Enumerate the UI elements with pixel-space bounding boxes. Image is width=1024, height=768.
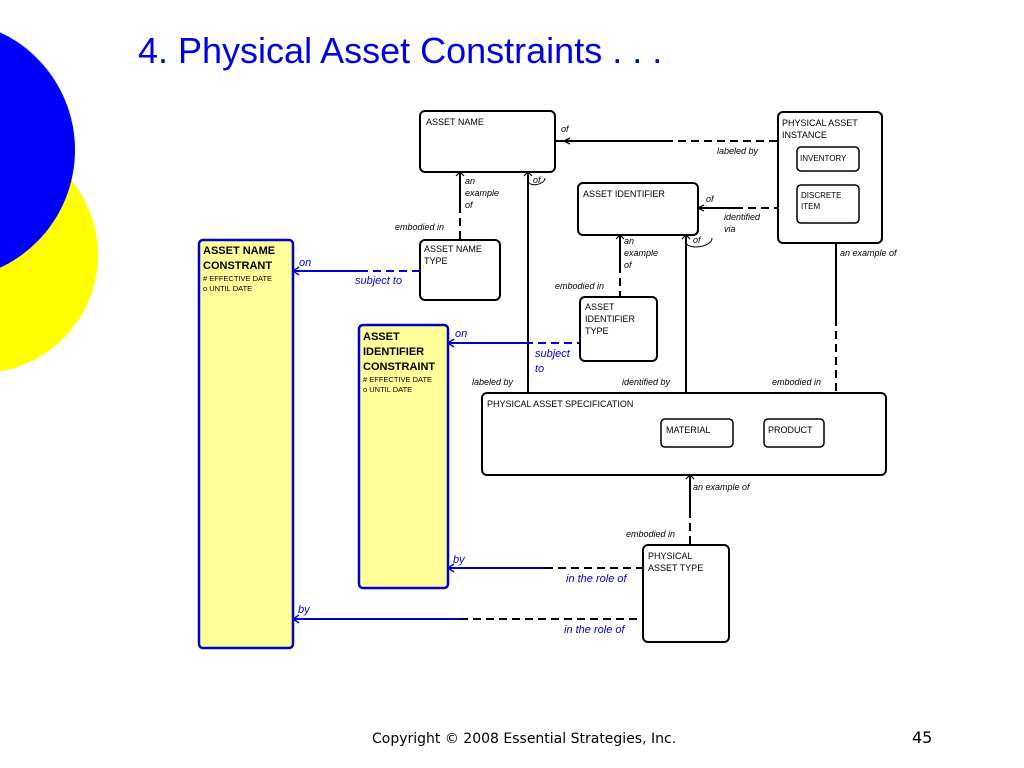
- copyright-footer: Copyright © 2008 Essential Strategies, I…: [372, 731, 677, 747]
- asset-identifier-constraint-attr-2: o UNTIL DATE: [363, 385, 412, 394]
- entity-asset-identifier: ASSET IDENTIFIER: [577, 182, 699, 236]
- constraint-label-on-1: on: [299, 257, 311, 269]
- rel-label-embodied-in-2: embodied in: [555, 281, 604, 291]
- rel-label-an-example-of-1: an: [465, 176, 475, 186]
- asset-name-constraint-label-2: CONSTRANT: [203, 260, 272, 272]
- relationship-lines: [455, 137, 837, 545]
- entity-asset-name-type: ASSET NAME TYPE: [419, 239, 501, 301]
- rel-label-of-top: of: [561, 124, 570, 134]
- subtype-discrete-item-label-2: ITEM: [801, 202, 820, 211]
- asset-name-constraint-attr-2: o UNTIL DATE: [203, 284, 252, 293]
- entity-physical-asset-type-label-1: PHYSICAL: [648, 551, 693, 561]
- rel-label-of-identifier: of: [706, 194, 715, 204]
- page-number: 45: [912, 728, 933, 747]
- blue-circle: [0, 32, 75, 268]
- slide-title: 4. Physical Asset Constraints . . .: [138, 30, 663, 71]
- constraint-label-in-the-role-of-2: in the role of: [564, 624, 625, 636]
- subtype-material-label: MATERIAL: [666, 425, 710, 435]
- asset-identifier-constraint-attr-1: # EFFECTIVE DATE: [363, 375, 432, 384]
- constraint-labels: on subject to on subject to by in the ro…: [298, 257, 627, 636]
- rel-label-labeled-by-mid: labeled by: [472, 377, 514, 387]
- subtype-product-label: PRODUCT: [768, 425, 813, 435]
- rel-label-an-example-of-b1: an: [624, 236, 634, 246]
- entity-physical-asset-specification: PHYSICAL ASSET SPECIFICATION MATERIAL PR…: [481, 392, 887, 476]
- entity-asset-identifier-type-label-3: TYPE: [585, 326, 609, 336]
- rel-label-embodied-in-3: embodied in: [772, 377, 821, 387]
- entity-asset-name-constraint: ASSET NAME CONSTRANT # EFFECTIVE DATE o …: [197, 238, 295, 650]
- constraint-label-by-1: by: [453, 554, 466, 566]
- constraint-label-subject-to-1: subject to: [355, 275, 402, 287]
- entity-asset-identifier-label: ASSET IDENTIFIER: [583, 189, 665, 199]
- rel-label-embodied-in-1: embodied in: [395, 222, 444, 232]
- rel-label-of-mid: of: [533, 175, 542, 185]
- entity-asset-name-type-label-1: ASSET NAME: [424, 244, 482, 254]
- constraint-label-in-the-role-of-1: in the role of: [566, 573, 627, 585]
- subtype-discrete-item: DISCRETE ITEM: [796, 184, 860, 224]
- entity-physical-asset-type-label-2: ASSET TYPE: [648, 563, 703, 573]
- rel-label-embodied-in-4: embodied in: [626, 529, 675, 539]
- rel-label-an-example-of-b3: of: [624, 260, 633, 270]
- asset-identifier-constraint-label-3: CONSTRAINT: [363, 361, 435, 373]
- subtype-material: MATERIAL: [660, 418, 734, 448]
- entity-asset-name-label: ASSET NAME: [426, 117, 484, 127]
- entity-asset-name-type-label-2: TYPE: [424, 256, 448, 266]
- relationship-labels: of labeled by of an example of embodied …: [395, 124, 898, 539]
- rel-label-identified-via-1: identified: [724, 212, 761, 222]
- entity-physical-asset-instance-label-1: PHYSICAL ASSET: [782, 118, 858, 128]
- constraint-label-subject-to-2a: subject: [535, 348, 571, 360]
- asset-name-constraint-label-1: ASSET NAME: [203, 245, 275, 257]
- asset-name-constraint-attr-1: # EFFECTIVE DATE: [203, 274, 272, 283]
- subtype-product: PRODUCT: [763, 418, 825, 448]
- entity-physical-asset-specification-label: PHYSICAL ASSET SPECIFICATION: [487, 399, 633, 409]
- entity-asset-identifier-type-label-2: IDENTIFIER: [585, 314, 636, 324]
- asset-identifier-constraint-label-1: ASSET: [363, 331, 400, 343]
- rel-label-an-example-of-3: of: [465, 200, 474, 210]
- rel-label-identified-by: identified by: [622, 377, 671, 387]
- rel-label-an-example-of-2: example: [465, 188, 499, 198]
- constraint-label-on-2: on: [455, 328, 467, 340]
- rel-label-labeled-by-top: labeled by: [717, 146, 759, 156]
- rel-label-an-example-of-spec: an example of: [693, 482, 751, 492]
- constraint-label-subject-to-2b: to: [535, 363, 544, 375]
- entity-physical-asset-instance: PHYSICAL ASSET INSTANCE INVENTORY DISCRE…: [777, 111, 883, 244]
- constraint-label-by-2: by: [298, 604, 311, 616]
- entity-asset-identifier-type: ASSET IDENTIFIER TYPE: [579, 296, 658, 362]
- subtype-inventory-label: INVENTORY: [800, 154, 847, 163]
- rel-label-identified-via-2: via: [724, 224, 736, 234]
- subtype-inventory: INVENTORY: [796, 146, 860, 172]
- asset-identifier-constraint-label-2: IDENTIFIER: [363, 346, 424, 358]
- rel-label-of-identifier-lower: of: [693, 235, 702, 245]
- entity-asset-identifier-constraint: ASSET IDENTIFIER CONSTRAINT # EFFECTIVE …: [357, 323, 450, 590]
- constraint-lines: [291, 266, 643, 624]
- entity-asset-name: ASSET NAME: [419, 110, 556, 173]
- entity-physical-asset-type: PHYSICAL ASSET TYPE: [642, 544, 730, 643]
- rel-label-an-example-of-b2: example: [624, 248, 658, 258]
- rel-label-an-example-of-right: an example of: [840, 248, 898, 258]
- subtype-discrete-item-label-1: DISCRETE: [801, 191, 841, 200]
- entity-asset-identifier-type-label-1: ASSET: [585, 302, 615, 312]
- entity-physical-asset-instance-label-2: INSTANCE: [782, 130, 827, 140]
